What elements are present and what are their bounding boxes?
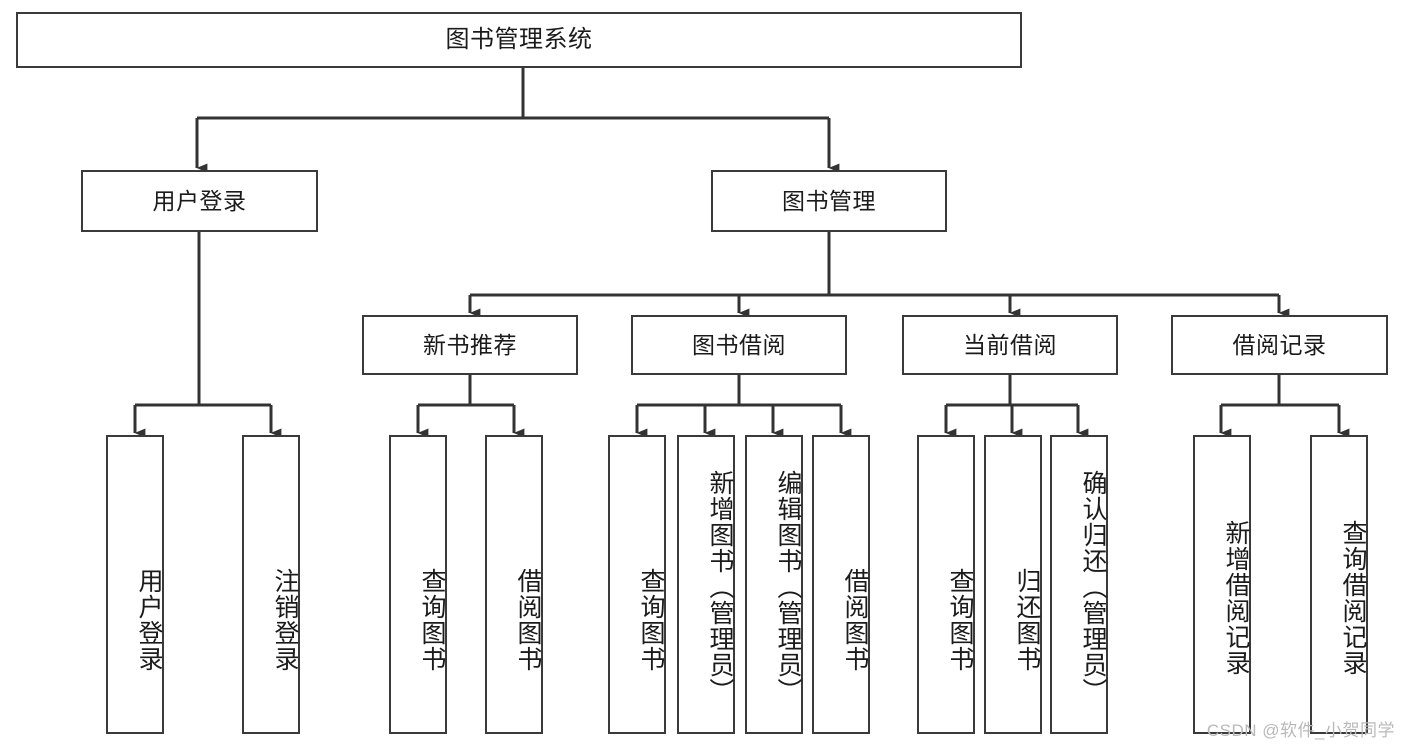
node-label: 归还图书 [1013, 567, 1041, 672]
node-label: 查询图书 [418, 567, 446, 672]
node-label: 图书管理 [782, 187, 876, 214]
node-book-management[interactable]: 图书管理 [711, 170, 947, 232]
node-borrow-record[interactable]: 借阅记录 [1171, 315, 1388, 375]
node-label: 新增借阅记录 [1222, 519, 1250, 676]
node-current-borrow[interactable]: 当前借阅 [902, 315, 1118, 375]
node-root-system[interactable]: 图书管理系统 [16, 12, 1022, 68]
node-label: 注销登录 [271, 567, 299, 672]
node-label: 查询借阅记录 [1339, 519, 1367, 676]
node-book-borrow[interactable]: 图书借阅 [631, 315, 847, 375]
node-user-login[interactable]: 用户登录 [81, 170, 318, 232]
node-label: 图书管理系统 [445, 26, 593, 54]
leaf-user-login[interactable]: 用户登录 [106, 435, 164, 734]
node-label: 新书推荐 [423, 331, 517, 358]
node-label: 用户登录 [152, 187, 247, 214]
node-new-book-recommend[interactable]: 新书推荐 [362, 315, 578, 375]
leaf-borrow-book-recommend[interactable]: 借阅图书 [485, 435, 543, 734]
node-label: 用户登录 [135, 567, 163, 672]
leaf-logout[interactable]: 注销登录 [242, 435, 300, 734]
node-label: 借阅图书 [841, 567, 869, 672]
leaf-query-borrow-record[interactable]: 查询借阅记录 [1310, 435, 1368, 734]
leaf-edit-book-admin[interactable]: 编辑图书（管理员） [745, 435, 803, 734]
node-label: 确认归还（管理员） [1079, 469, 1107, 704]
leaf-add-book-admin[interactable]: 新增图书（管理员） [677, 435, 735, 734]
leaf-query-book-current[interactable]: 查询图书 [917, 435, 975, 734]
leaf-borrow-book-borrow[interactable]: 借阅图书 [812, 435, 870, 734]
node-label: 查询图书 [946, 567, 974, 672]
node-label: 借阅记录 [1232, 331, 1327, 358]
leaf-confirm-return-admin[interactable]: 确认归还（管理员） [1050, 435, 1108, 734]
node-label: 借阅图书 [514, 567, 542, 672]
leaf-query-book-recommend[interactable]: 查询图书 [389, 435, 447, 734]
node-label: 图书借阅 [692, 331, 786, 358]
node-label: 新增图书（管理员） [706, 469, 734, 704]
node-label: 查询图书 [637, 567, 665, 672]
leaf-add-borrow-record[interactable]: 新增借阅记录 [1193, 435, 1251, 734]
leaf-return-book[interactable]: 归还图书 [984, 435, 1042, 734]
csdn-watermark: CSDN @软件_小贺同学 [1206, 721, 1395, 740]
node-label: 编辑图书（管理员） [774, 469, 802, 704]
node-label: 当前借阅 [963, 331, 1057, 358]
leaf-query-book-borrow[interactable]: 查询图书 [608, 435, 666, 734]
